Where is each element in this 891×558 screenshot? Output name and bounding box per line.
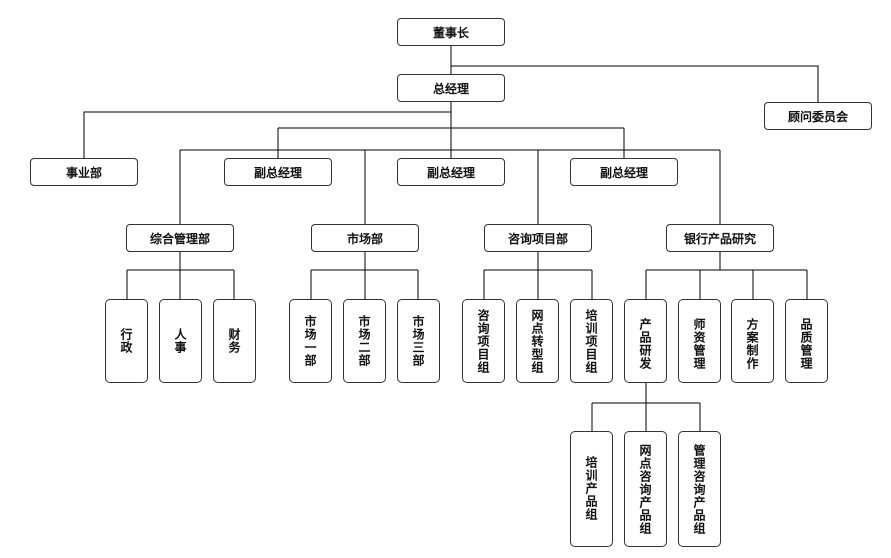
vice-gm-box-2: 副总经理 <box>397 158 505 186</box>
finance-box: 财务 <box>213 299 256 383</box>
admin-box: 行政 <box>105 299 148 383</box>
vice-gm-box-3: 副总经理 <box>570 158 678 186</box>
vice-gm-box-1: 副总经理 <box>224 158 332 186</box>
branch-consult-product-group-box: 网点咨询产品组 <box>624 431 667 547</box>
training-project-group-box: 培训项目组 <box>570 299 613 383</box>
quality-management-box: 品质管理 <box>785 299 828 383</box>
market-2-box: 市场二部 <box>343 299 386 383</box>
training-product-group-box: 培训产品组 <box>570 431 613 547</box>
bank-product-dept-box: 银行产品研究 <box>666 224 774 252</box>
product-rnd-box: 产品研发 <box>624 299 667 383</box>
advisory-committee-box: 顾问委员会 <box>764 102 872 130</box>
chairman-box: 董事长 <box>397 18 505 46</box>
general-manager-box: 总经理 <box>397 74 505 102</box>
consult-group-box: 咨询项目组 <box>462 299 505 383</box>
consult-dept-box: 咨询项目部 <box>484 224 592 252</box>
admin-dept-box: 综合管理部 <box>126 224 234 252</box>
business-division-box: 事业部 <box>30 158 138 186</box>
branch-transform-group-box: 网点转型组 <box>516 299 559 383</box>
market-3-box: 市场三部 <box>397 299 440 383</box>
mgmt-consult-product-group-box: 管理咨询产品组 <box>678 431 721 547</box>
market-dept-box: 市场部 <box>311 224 419 252</box>
plan-making-box: 方案制作 <box>731 299 774 383</box>
market-1-box: 市场一部 <box>289 299 332 383</box>
hr-box: 人事 <box>159 299 202 383</box>
teacher-management-box: 师资管理 <box>678 299 721 383</box>
